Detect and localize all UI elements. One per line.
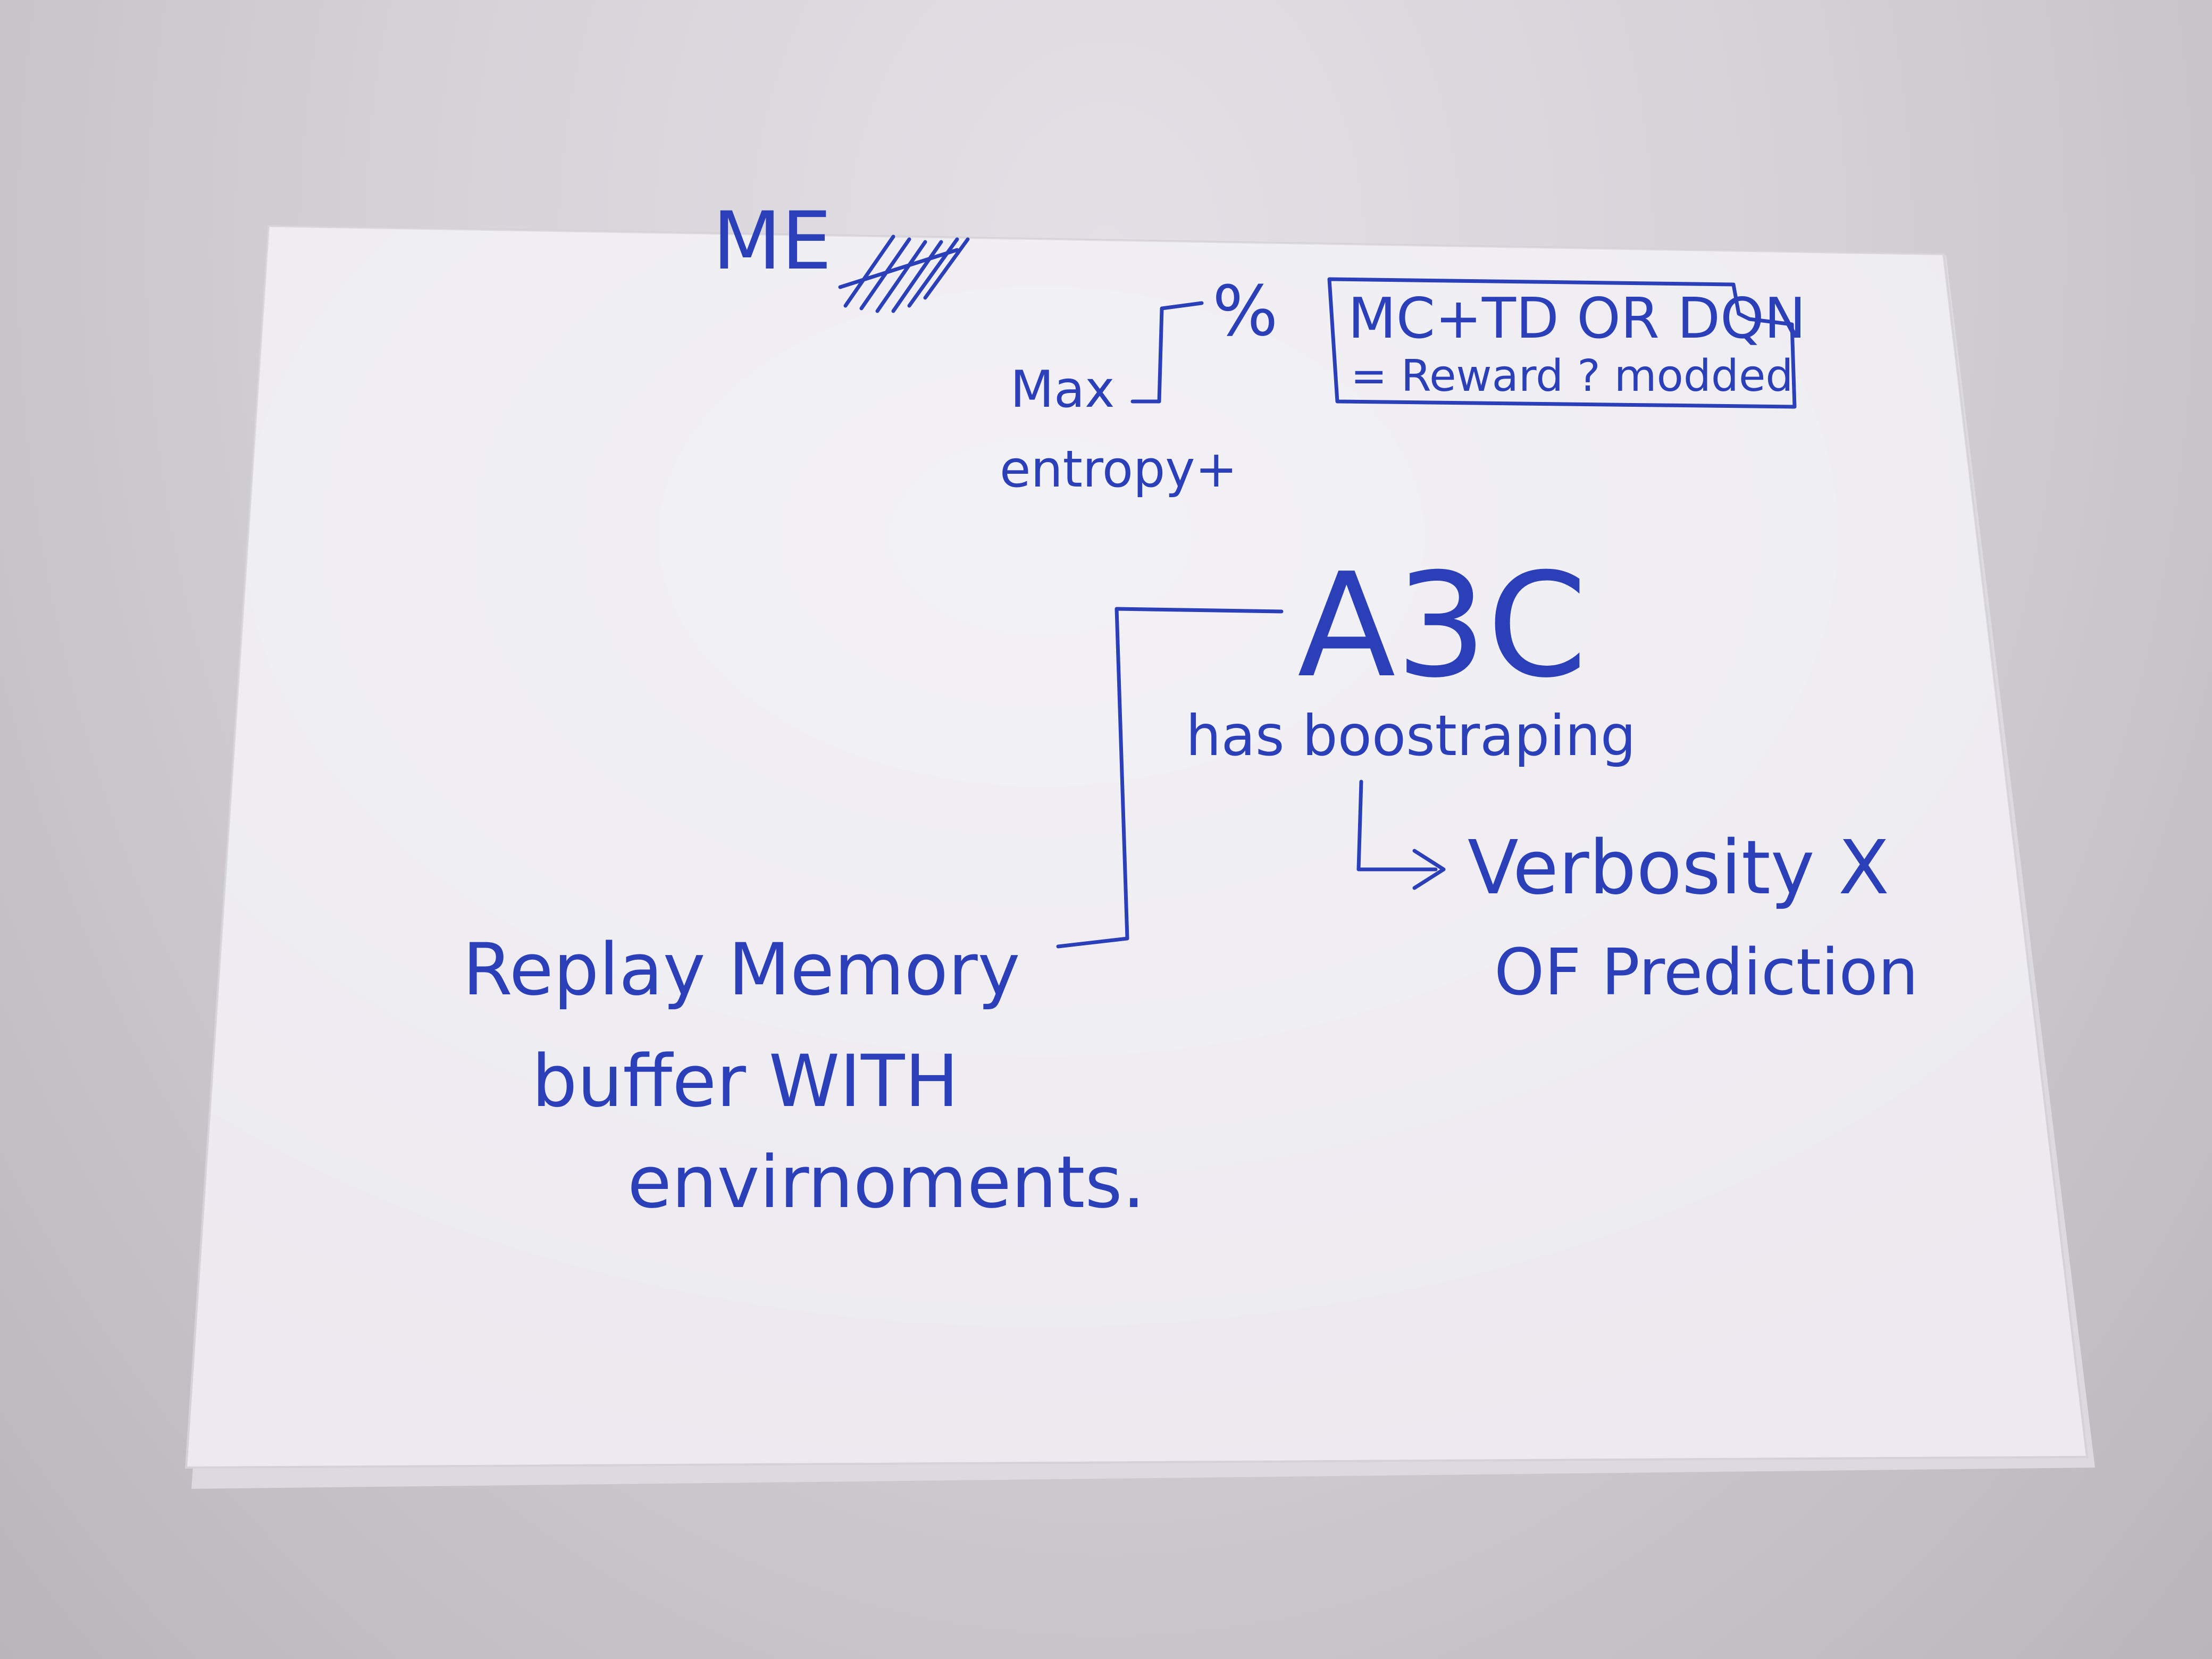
scribble-hatch [838, 234, 970, 313]
step-bracket [1130, 301, 1204, 404]
max-label: Max [1010, 361, 1115, 419]
bootstrapping-label: has boostraping [1186, 703, 1636, 768]
top-fragment-text: ME [713, 195, 832, 288]
replay-line-3: envirnoments. [627, 1141, 1145, 1224]
entropy-label: entropy+ [1000, 440, 1237, 499]
percent-sign: % [1212, 271, 1278, 351]
boxed-note-frame [1327, 277, 1797, 409]
prediction-label: OF Prediction [1494, 936, 1918, 1010]
replay-line-2: buffer WITH [532, 1040, 959, 1123]
a3c-label: A3C [1297, 542, 1587, 709]
arrow-head-icon [1412, 849, 1446, 890]
verbosity-label: Verbosity X [1468, 825, 1889, 911]
connector-bracket [1056, 607, 1284, 949]
box-line-1: MC+TD OR DQN [1348, 286, 1806, 351]
replay-line-1: Replay Memory [463, 928, 1020, 1011]
box-line-2: = Reward ? modded [1351, 351, 1793, 401]
connector-arrow-line [1356, 780, 1438, 872]
sheet-light [186, 226, 2087, 1468]
